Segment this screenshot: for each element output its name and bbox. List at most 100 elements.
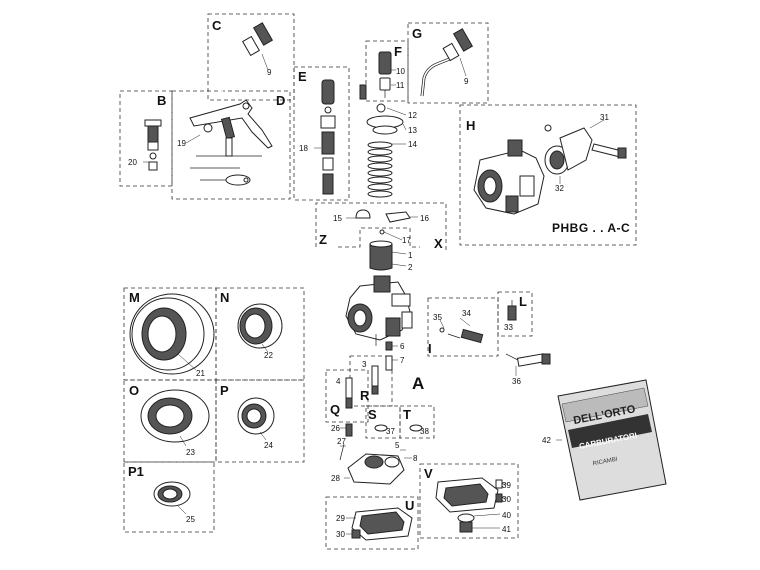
part-number-6: 6 xyxy=(400,342,405,351)
section-box-v xyxy=(419,463,519,539)
section-letter-p1: P1 xyxy=(128,464,144,479)
cable-adjuster-g xyxy=(420,28,474,97)
float-bowl-v xyxy=(435,477,508,533)
clamp-ring-p xyxy=(237,397,275,441)
part-number-14: 14 xyxy=(408,140,417,149)
part-number-8: 8 xyxy=(413,454,418,463)
part-number-34: 34 xyxy=(462,309,471,318)
main-assembly-letter: A xyxy=(412,374,424,393)
section-letter-n: N xyxy=(220,290,229,305)
section-letter-b: B xyxy=(157,93,166,108)
carburetor-complete-h xyxy=(473,119,627,215)
section-letter-v: V xyxy=(424,466,433,481)
jets xyxy=(345,341,398,409)
part-number-35: 35 xyxy=(433,313,442,322)
part-number-15: 15 xyxy=(333,214,342,223)
section-letter-z: Z xyxy=(319,232,327,247)
float-assembly xyxy=(339,423,412,485)
section-box-r xyxy=(349,355,393,407)
section-letter-h: H xyxy=(466,118,475,133)
part-number-31: 31 xyxy=(600,113,609,122)
idle-screws-i xyxy=(439,317,484,344)
section-letter-t: T xyxy=(403,407,411,422)
part-number-38: 38 xyxy=(420,427,429,436)
part-number-39: 39 xyxy=(502,481,511,490)
float-bowl-u xyxy=(346,507,413,541)
section-box-e xyxy=(293,66,350,201)
section-box-t xyxy=(399,405,435,439)
section-box-d xyxy=(171,90,291,200)
part-number-33: 33 xyxy=(504,323,513,332)
part-number-36: 36 xyxy=(512,377,521,386)
section-box-f xyxy=(365,40,409,102)
section-box-m xyxy=(123,287,217,381)
section-letter-o: O xyxy=(129,383,139,398)
rubber-ring-p1 xyxy=(153,481,191,515)
part-number-29: 29 xyxy=(336,514,345,523)
model-label: PHBG . . A-C xyxy=(552,221,630,235)
section-letter-l: L xyxy=(519,294,527,309)
throttle-cap-spring xyxy=(359,84,407,198)
air-screw-l xyxy=(507,300,517,321)
kit-subtext: RICAMBI xyxy=(592,457,618,468)
part-number-22: 22 xyxy=(264,351,273,360)
intake-ring-n xyxy=(237,303,283,353)
part-number-24: 24 xyxy=(264,441,273,450)
part-number-28: 28 xyxy=(331,474,340,483)
part-number-5: 5 xyxy=(395,441,400,450)
section-letter-d: D xyxy=(276,93,285,108)
section-box-p xyxy=(215,379,305,463)
washers-s-t xyxy=(374,424,423,432)
part-number-30b: 30 xyxy=(336,530,345,539)
part-number-30a: 30 xyxy=(502,495,511,504)
section-box-l xyxy=(497,291,533,337)
section-letter-m: M xyxy=(129,290,140,305)
part-number-2: 2 xyxy=(408,263,413,272)
section-letter-f: F xyxy=(394,44,402,59)
part-number-19: 19 xyxy=(177,139,186,148)
part-number-11: 11 xyxy=(396,81,405,90)
part-number-16: 16 xyxy=(420,214,429,223)
clip-and-slide xyxy=(346,209,418,271)
section-letter-q: Q xyxy=(330,402,340,417)
section-box-b xyxy=(119,90,173,187)
part-number-32: 32 xyxy=(555,184,564,193)
part-number-9b: 9 xyxy=(464,77,469,86)
part-number-3: 3 xyxy=(362,360,367,369)
section-letter-s: S xyxy=(368,407,377,422)
part-number-12: 12 xyxy=(408,111,417,120)
choke-plunger-b xyxy=(143,119,162,171)
cable-adjuster-c xyxy=(221,22,274,93)
part-number-26: 26 xyxy=(331,424,340,433)
section-box-g xyxy=(407,22,489,104)
part-number-41: 41 xyxy=(502,525,511,534)
part-number-18: 18 xyxy=(299,144,308,153)
part-number-4: 4 xyxy=(336,377,341,386)
part-number-40: 40 xyxy=(502,511,511,520)
carburetor-body xyxy=(345,275,413,346)
spare-parts-kit: DELL'ORTO CARBURATORI RICAMBI xyxy=(556,379,667,501)
section-box-u xyxy=(325,496,419,550)
part-number-25: 25 xyxy=(186,515,195,524)
part-number-21: 21 xyxy=(196,369,205,378)
part-number-9a: 9 xyxy=(267,68,272,77)
part-number-7: 7 xyxy=(400,356,405,365)
part-number-23: 23 xyxy=(186,448,195,457)
part-number-17: 17 xyxy=(402,236,411,245)
part-number-13: 13 xyxy=(408,126,417,135)
part-number-1: 1 xyxy=(408,251,413,260)
section-box-i xyxy=(427,297,499,357)
section-letter-i: I xyxy=(428,341,432,356)
section-letter-e: E xyxy=(298,69,307,84)
section-box-c xyxy=(207,13,295,101)
part-number-10: 10 xyxy=(396,67,405,76)
needle-assembly-e xyxy=(314,79,336,195)
part-number-42: 42 xyxy=(542,436,551,445)
filter-cover-o xyxy=(140,389,210,447)
section-box-p1 xyxy=(123,461,215,533)
section-box-z-x xyxy=(315,202,447,252)
choke-lever-d xyxy=(185,99,273,186)
section-box-q xyxy=(325,369,369,423)
section-letter-g: G xyxy=(412,26,422,41)
section-letter-c: C xyxy=(212,18,222,33)
